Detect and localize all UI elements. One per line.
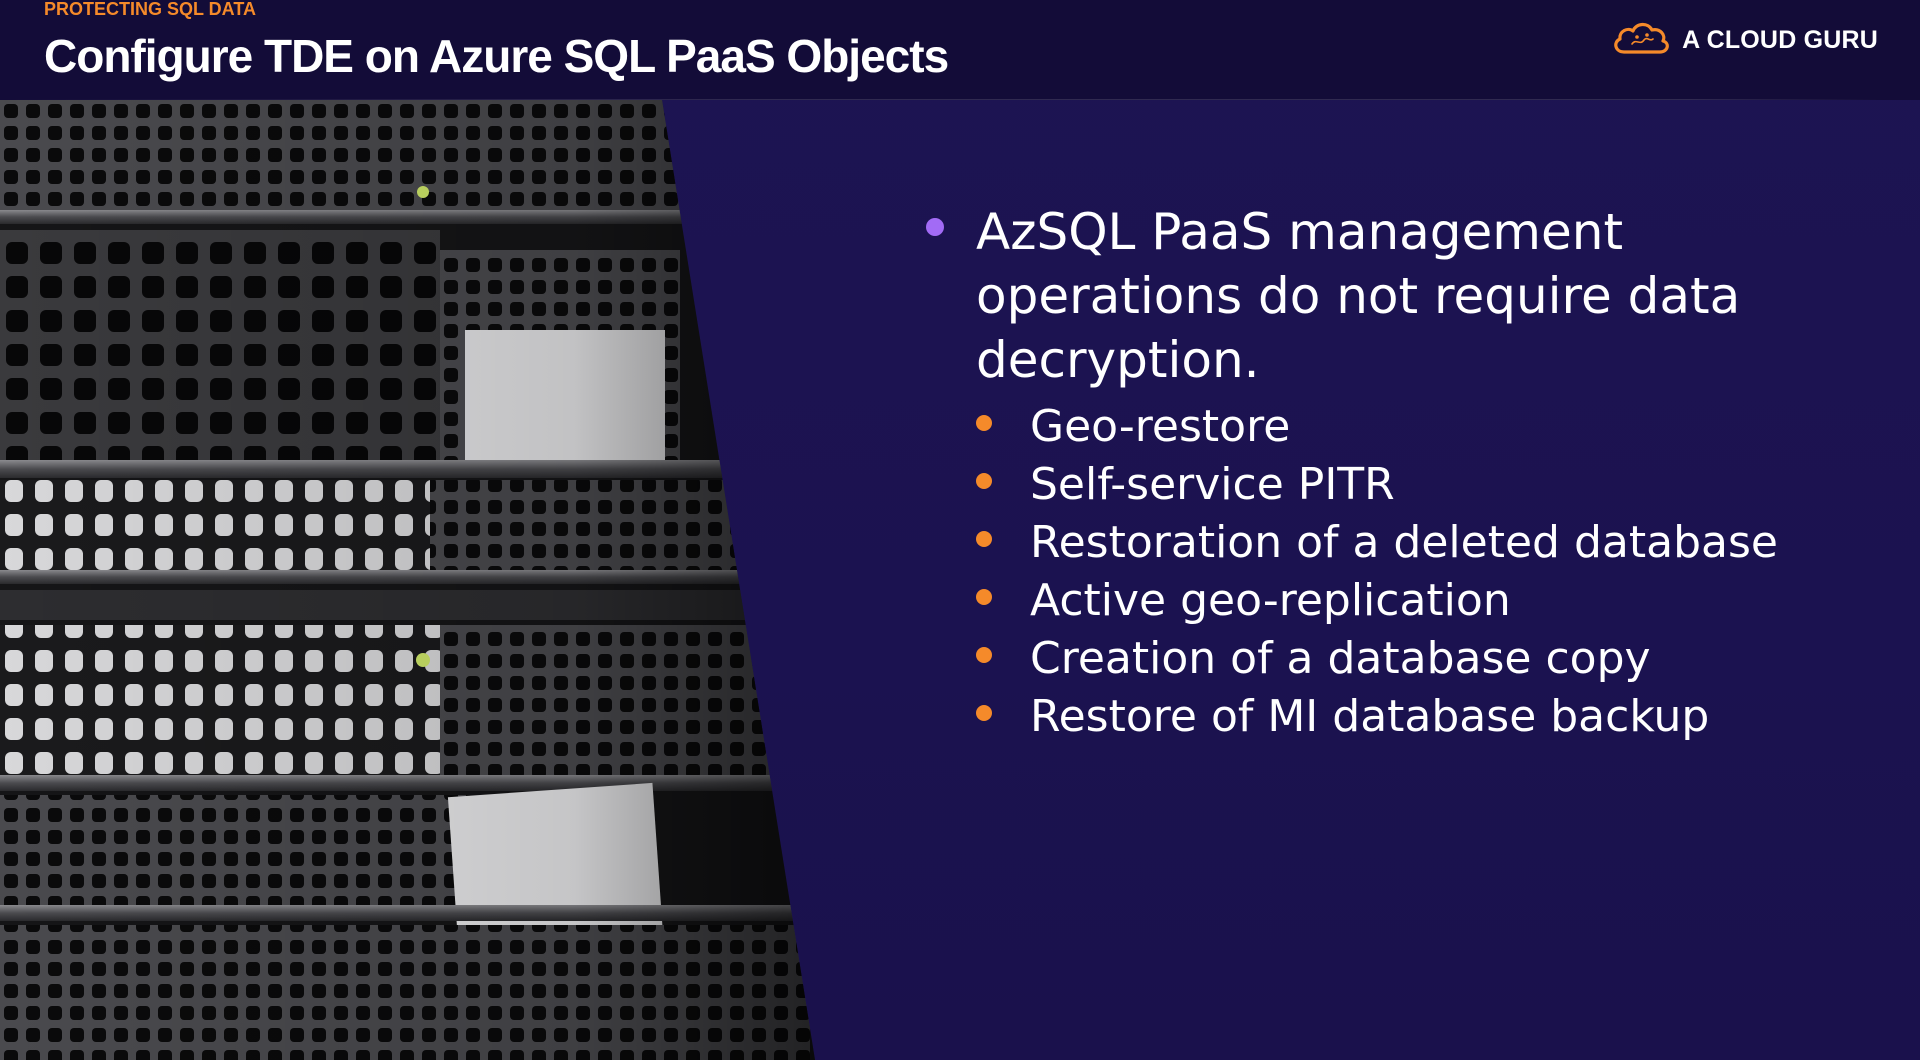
main-bullet-text: AzSQL PaaS management operations do not … [976,203,1741,389]
sub-bullet-text: Restore of MI database backup [1030,691,1710,742]
bullet-dot-icon [976,531,992,547]
bullet-dot-icon [976,705,992,721]
bullet-dot-icon [976,647,992,663]
cloud-icon [1610,18,1672,62]
sub-bullet-text: Geo-restore [1030,401,1291,452]
sub-bullet: Geo-restore [976,398,1820,456]
sub-bullet-text: Creation of a database copy [1030,633,1651,684]
header-divider [0,99,1880,100]
bullet-dot-icon [976,415,992,431]
bullet-dot-icon [926,218,944,236]
slide-title: Configure TDE on Azure SQL PaaS Objects [44,30,949,82]
sub-bullet-text: Active geo-replication [1030,575,1511,626]
sub-bullet: Active geo-replication [976,572,1820,630]
sub-bullet: Restore of MI database backup [976,688,1820,746]
sub-bullet: Creation of a database copy [976,630,1820,688]
brand-name: A CLOUD GURU [1682,25,1878,54]
bullet-content: AzSQL PaaS management operations do not … [920,200,1820,746]
bullet-dot-icon [976,473,992,489]
sub-bullet-text: Restoration of a deleted database [1030,517,1778,568]
sub-bullet-list: Geo-restore Self-service PITR Restoratio… [920,398,1820,746]
main-bullet: AzSQL PaaS management operations do not … [920,200,1820,392]
sub-bullet: Self-service PITR [976,456,1820,514]
server-rack-image [0,100,820,1060]
bullet-dot-icon [976,589,992,605]
sub-bullet: Restoration of a deleted database [976,514,1820,572]
sub-bullet-text: Self-service PITR [1030,459,1395,510]
section-eyebrow: PROTECTING SQL DATA [44,0,257,19]
slide-header: PROTECTING SQL DATA Configure TDE on Azu… [0,0,1920,100]
brand-logo: A CLOUD GURU [1610,20,1878,60]
